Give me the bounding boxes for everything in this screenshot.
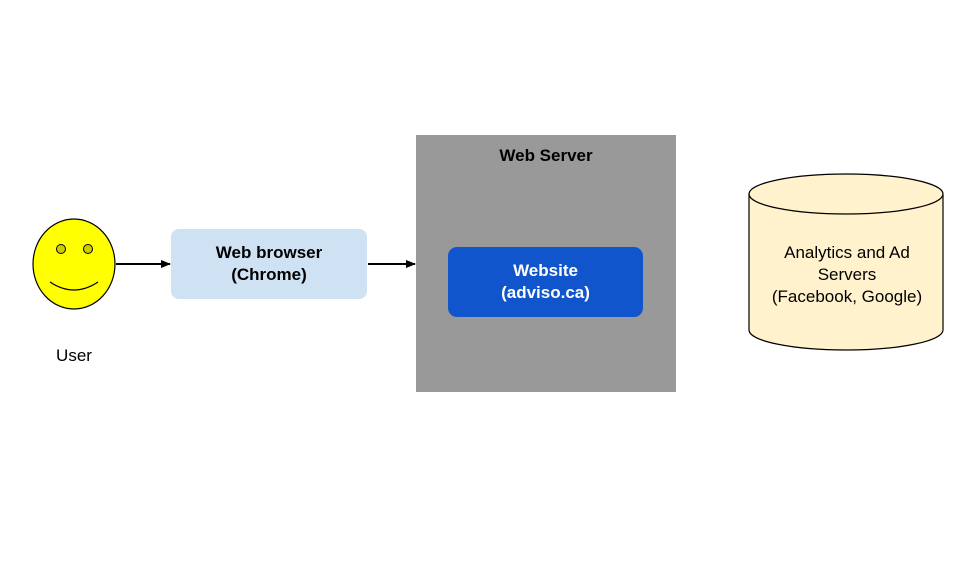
web-server-title: Web Server: [499, 146, 593, 165]
user-smiley-icon: [32, 218, 116, 310]
analytics-servers-label: Analytics and Ad Servers (Facebook, Goog…: [750, 242, 944, 308]
analytics-line-2: Servers: [817, 265, 877, 284]
database-cylinder-icon: [748, 173, 944, 351]
website-domain: (adviso.ca): [501, 283, 590, 302]
analytics-line-3: (Facebook, Google): [771, 287, 923, 306]
web-browser-subtitle: (Chrome): [231, 265, 307, 284]
user-label: User: [56, 346, 92, 365]
web-server-node: Web Server Website (adviso.ca): [416, 135, 676, 392]
web-browser-node: Web browser (Chrome): [171, 229, 367, 299]
website-title: Website: [513, 261, 578, 280]
web-browser-title: Web browser: [215, 243, 323, 262]
website-node: Website (adviso.ca): [448, 247, 643, 317]
analytics-line-1: Analytics and Ad: [784, 243, 910, 262]
